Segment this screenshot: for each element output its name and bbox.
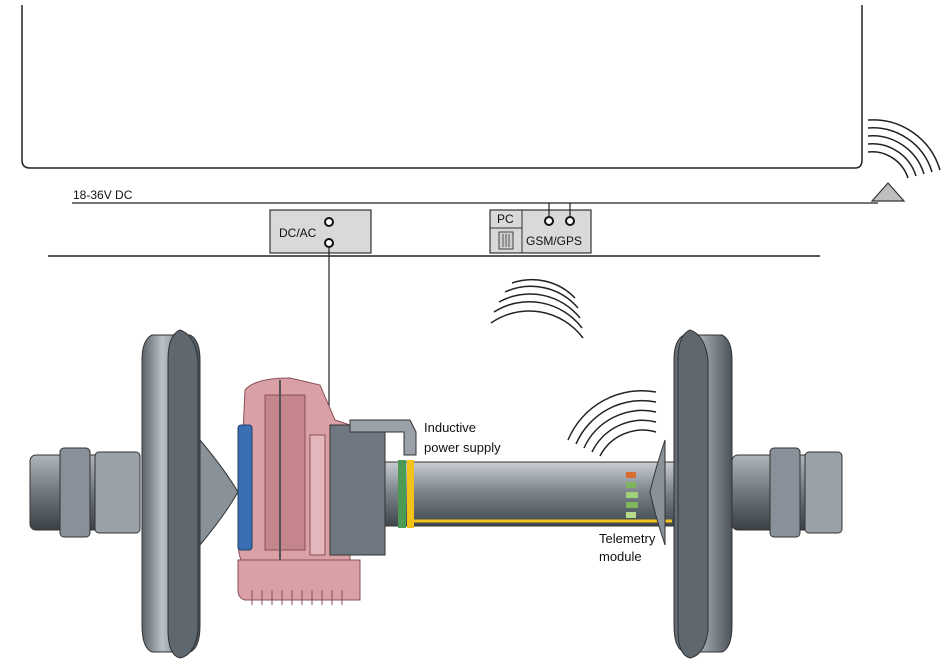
inductive-label-line1: Inductive bbox=[424, 420, 476, 435]
telemetry-label-line2: module bbox=[599, 549, 642, 564]
telemetry-wireless-waves-icon bbox=[567, 389, 657, 457]
roof-antenna bbox=[867, 119, 941, 202]
left-wheel bbox=[29, 329, 239, 659]
supply-label: 18-36V DC bbox=[73, 188, 133, 202]
pc-label: PC bbox=[497, 212, 514, 226]
inductive-label-line2: power supply bbox=[424, 440, 501, 455]
gearbox bbox=[237, 377, 386, 605]
yellow-band bbox=[407, 460, 414, 528]
gsm-terminal-left bbox=[544, 216, 554, 226]
telemetry-label-line1: Telemetry bbox=[599, 531, 656, 546]
dcac-output-terminal bbox=[324, 238, 334, 248]
gsm-gps-label: GSM/GPS bbox=[526, 234, 582, 248]
pc-gsm-box: PC GSM/GPS bbox=[489, 203, 592, 254]
carriage-body-outline bbox=[21, 5, 863, 169]
antenna-icon bbox=[870, 182, 906, 202]
gsm-wireless-waves-icon bbox=[490, 278, 584, 339]
gsm-terminal-right bbox=[565, 216, 575, 226]
inductive-power-supply bbox=[349, 419, 417, 456]
dcac-converter-box: DC/AC bbox=[269, 209, 372, 254]
dcac-input-terminal bbox=[324, 217, 334, 227]
telemetry-module bbox=[626, 472, 638, 518]
dcac-label: DC/AC bbox=[279, 226, 317, 240]
right-wheel bbox=[649, 329, 843, 659]
